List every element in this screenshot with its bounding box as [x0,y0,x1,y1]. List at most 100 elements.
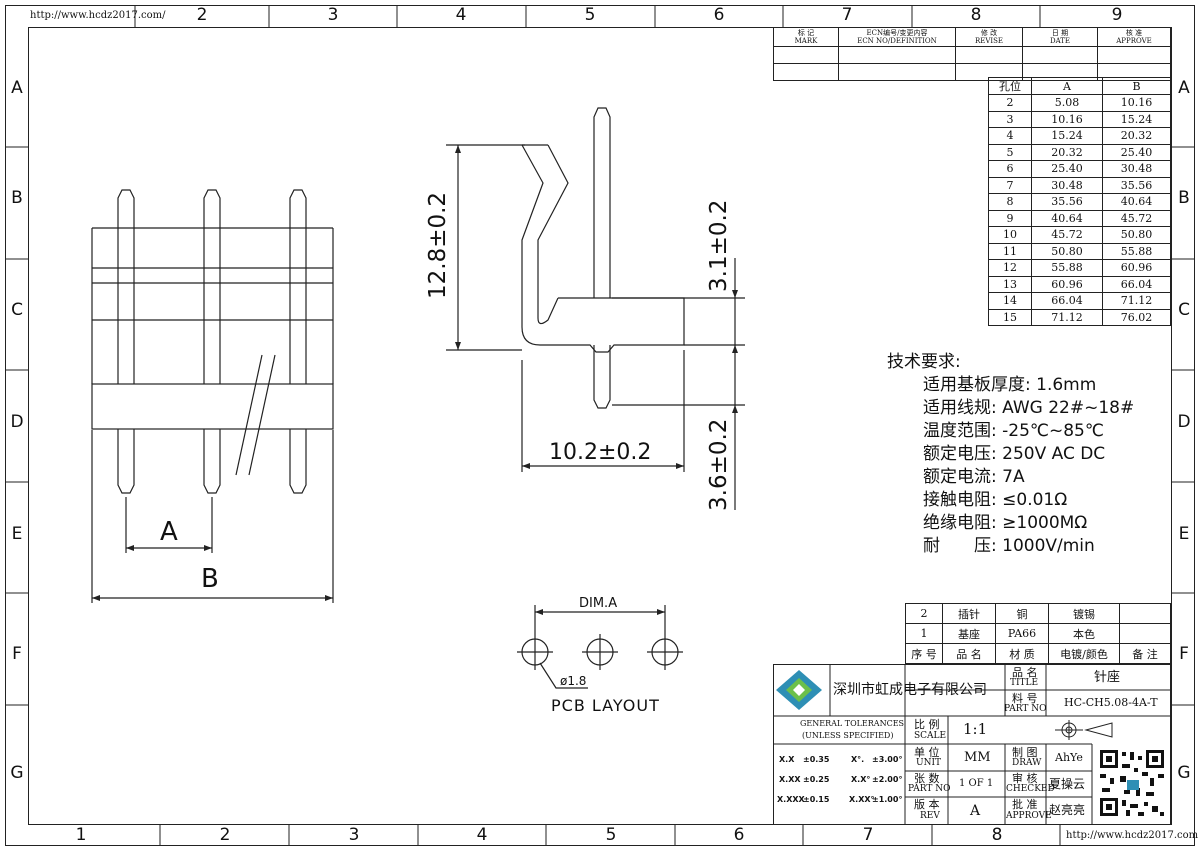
zone-right-a: A [1178,78,1190,98]
tol-angle-1-val: ±3.00° [872,755,903,764]
title-label-cn: 品 名 [1012,666,1038,679]
check-label-en: CHECKED [1006,784,1055,794]
tol-linear-3: X.XXX [777,795,805,804]
url-top: http://www.hcdz2017.com/ [30,10,166,21]
requirement-temperature: 温度范围: -25℃~85℃ [923,421,1104,441]
unit-label-cn: 单 位 [914,746,940,759]
zone-top-3: 3 [327,5,339,25]
zone-bottom-2: 2 [219,825,231,845]
draw-value: AhYe [1055,751,1083,764]
zone-left-c: C [11,300,23,320]
zone-right-b: B [1178,188,1190,208]
zone-top-7: 7 [841,5,853,25]
sheet-value: 1 OF 1 [959,778,994,789]
zone-right-c: C [1178,300,1190,320]
zone-right-f: F [1179,644,1189,664]
zone-bottom-4: 4 [476,825,488,845]
sheet-label-cn: 张 数 [914,772,940,785]
zone-bottom-6: 6 [733,825,745,845]
tol-linear-2: X.XX [779,775,801,784]
rev-revise-cn: 修 改 [980,29,998,37]
rev-ecn-cn: ECN编号/变更内容 [866,29,928,37]
pin-3 [289,189,307,384]
title-value: 针座 [1094,670,1121,685]
title-block-grid [773,664,1171,825]
zone-bottom-8: 8 [991,825,1003,845]
b-col-header: B [1102,77,1171,95]
pin-1 [117,189,135,384]
rev-mark-en: MARK [794,37,818,45]
tol-linear-3-val: ±0.15 [803,795,830,804]
zone-top-9: 9 [1111,5,1123,25]
requirement-voltage: 额定电压: 250V AC DC [923,444,1106,464]
pcb-layout [517,605,683,689]
zone-right-d: D [1177,412,1191,432]
rev-mark-cn: 标 记 [797,29,815,37]
outer-border [5,5,1195,846]
rev-label-en: REV [920,811,940,821]
rev-date-en: DATE [1049,37,1071,45]
dim-a-pcb-label: DIM.A [579,596,618,611]
zone-left-f: F [12,644,22,664]
unit-value: MM [964,750,991,765]
approve-value: 赵亮亮 [1049,803,1086,817]
zone-left-b: B [11,188,23,208]
scale-value: 1:1 [963,720,988,738]
rev-revise-en: REVISE [974,37,1004,45]
side-view [446,107,745,510]
check-value: 夏操云 [1049,777,1086,791]
zone-bottom-5: 5 [605,825,617,845]
zone-top-6: 6 [713,5,725,25]
rev-label-cn: 版 本 [914,798,940,811]
dim-b-label: B [201,564,219,594]
zone-bottom-7: 7 [862,825,874,845]
zone-right-g: G [1177,763,1191,783]
requirement-withstand-voltage: 耐 压: 1000V/min [923,536,1095,556]
tol-linear-2-val: ±0.25 [803,775,830,784]
projection-symbol-icon [1055,720,1113,740]
requirement-current: 额定电流: 7A [923,467,1025,487]
tol-linear-1-val: ±0.35 [803,755,830,764]
rev-date-cn: 日 期 [1051,29,1069,37]
url-bottom: http://www.hcdz2017.com [1066,830,1199,841]
requirement-wire-gauge: 适用线规: AWG 22#~18# [923,398,1135,418]
hole-table-header: 孔位 A B [988,77,1171,95]
pcb-layout-title: PCB LAYOUT [551,696,660,715]
scale-label-cn: 比 例 [914,718,940,731]
rev-approve-cn: 核 准 [1125,29,1143,37]
requirement-board-thickness: 适用基板厚度: 1.6mm [923,375,1097,395]
zone-bottom-1: 1 [75,825,87,845]
zone-top-2: 2 [196,5,208,25]
zone-top-5: 5 [584,5,596,25]
title-label-en: TITLE [1010,678,1039,688]
bom-header-row: 序 号品 名 材 质电镀/颜色备 注 [905,643,1171,664]
company-name: 深圳市虹成电子有限公司 [833,682,987,698]
dim-top-pin-label: 3.1±0.2 [706,199,732,292]
zone-bottom-3: 3 [348,825,360,845]
rev-ecn-en: ECN NO/DEFINITION [857,37,937,45]
sheet-label-en: PART NO [908,784,951,794]
check-label-cn: 审 核 [1012,772,1038,785]
a-col-header: A [1031,77,1103,95]
inner-border [28,27,1172,825]
zone-top-4: 4 [455,5,467,25]
rev-value: A [970,803,981,819]
approve-label-en: APPROVE [1006,811,1052,821]
zone-right-e: E [1178,524,1190,544]
dim-height-label: 12.8±0.2 [425,191,451,299]
